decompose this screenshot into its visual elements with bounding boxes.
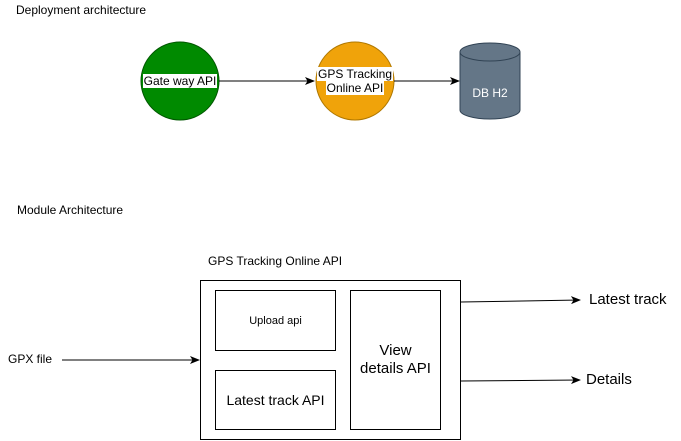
gpx-file-label: GPX file	[8, 352, 53, 366]
gps-tracking-label-wrap: GPS Tracking Online API	[312, 66, 398, 96]
gps-tracking-label-line1: GPS Tracking	[316, 66, 394, 81]
view-details-api-label-line1: View	[379, 342, 412, 359]
gps-tracking-label-line2: Online API	[325, 81, 385, 96]
gateway-api-label-wrap: Gate way API	[141, 71, 219, 91]
upload-api-label: Upload api	[249, 314, 302, 327]
details-output-label: Details	[586, 371, 632, 388]
db-h2-cylinder	[459, 42, 521, 120]
db-cylinder-body	[459, 52, 521, 120]
gateway-api-label: Gate way API	[142, 73, 218, 89]
db-h2-label: DB H2	[472, 86, 508, 100]
module-heading: Module Architecture	[17, 203, 124, 217]
arrow-to-details	[460, 376, 581, 385]
deployment-heading: Deployment architecture	[16, 3, 147, 17]
view-details-api-label-line2: details API	[360, 360, 431, 377]
latest-track-output-label: Latest track	[589, 291, 667, 308]
arrow-to-latest-track	[460, 296, 581, 305]
db-cylinder-top	[459, 42, 521, 62]
latest-track-api-box: Latest track API	[215, 370, 336, 430]
upload-api-box: Upload api	[215, 290, 336, 351]
latest-track-api-label: Latest track API	[226, 392, 325, 408]
view-details-api-box: View details API	[350, 290, 441, 430]
module-container-title: GPS Tracking Online API	[208, 254, 343, 268]
